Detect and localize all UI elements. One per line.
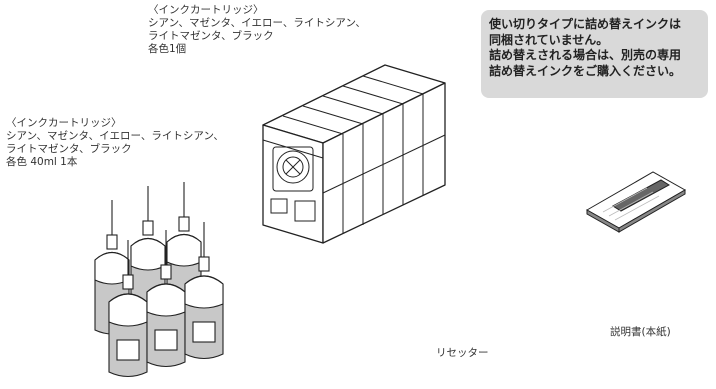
ink-cartridge-block-illustration bbox=[262, 64, 446, 244]
ink-bottle-colors-line1: シアン、マゼンタ、イエロー、ライトシアン、 bbox=[6, 130, 224, 142]
ink-bottle-colors-line2: ライトマゼンタ、ブラック bbox=[6, 143, 132, 155]
cartridge-set-quantity: 各色1個 bbox=[148, 43, 187, 55]
cartridge-set-colors-line1: シアン、マゼンタ、イエロー、ライトシアン、 bbox=[148, 17, 366, 29]
manual-caption: 説明書(本紙) bbox=[610, 326, 671, 338]
ink-bottles-illustration bbox=[94, 182, 224, 378]
cartridge-set-colors-line2: ライトマゼンタ、ブラック bbox=[148, 30, 274, 42]
ink-bottle-label: 〈インクカートリッジ〉 シアン、マゼンタ、イエロー、ライトシアン、 ライトマゼン… bbox=[6, 117, 224, 169]
ink-bottle-quantity: 各色 40ml 1本 bbox=[6, 156, 78, 168]
cartridge-set-heading: 〈インクカートリッジ〉 bbox=[148, 4, 264, 16]
notice-line-2: 同梱されていません。 bbox=[489, 32, 609, 47]
refill-notice-box: 使い切りタイプに詰め替えインクは 同梱されていません。 詰め替えされる場合は、別… bbox=[481, 10, 708, 98]
cartridge-set-label: 〈インクカートリッジ〉 シアン、マゼンタ、イエロー、ライトシアン、 ライトマゼン… bbox=[148, 4, 366, 56]
notice-line-3: 詰め替えされる場合は、別売の専用 bbox=[489, 48, 682, 62]
resetter-caption: リセッター bbox=[436, 347, 489, 359]
manual-booklet-illustration bbox=[585, 171, 687, 233]
notice-line-4: 詰め替えインクをご購入ください。 bbox=[489, 63, 682, 78]
notice-line-1: 使い切りタイプに詰め替えインクは bbox=[489, 17, 682, 31]
ink-bottle-heading: 〈インクカートリッジ〉 bbox=[6, 117, 122, 129]
